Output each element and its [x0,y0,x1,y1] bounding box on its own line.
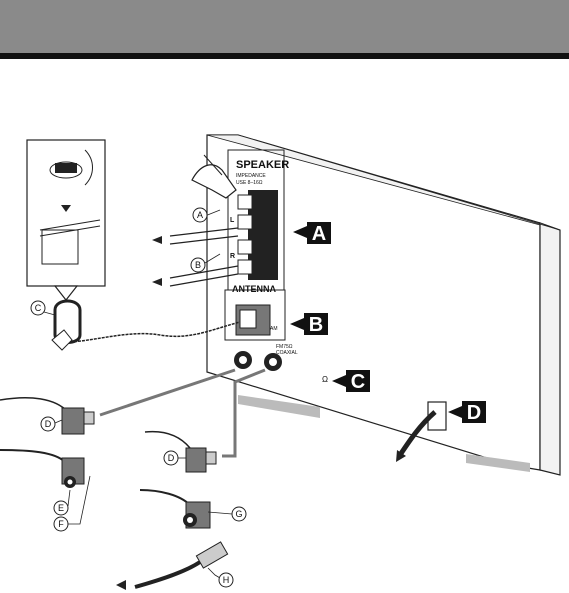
coaxial-plug-e [0,449,85,488]
circle-label-b: B [190,257,206,273]
antenna-title: ANTENNA [232,284,276,294]
svg-text:F: F [58,519,64,529]
unit-body [206,134,561,476]
header-rule [0,53,569,59]
am-loop-antenna [51,299,241,351]
svg-text:C: C [351,371,365,393]
hand-illustration [191,154,237,199]
speaker-title: SPEAKER [236,159,289,171]
circle-label-c: C [30,300,46,316]
right-channel-label: R [230,253,235,260]
svg-text:D: D [45,419,52,429]
coaxial-plug-g [139,489,211,529]
svg-text:D: D [168,453,175,463]
antenna-panel: ANTENNA AM FM75Ω COAXIAL Ω [224,284,328,384]
callout-d: D [448,401,486,424]
connection-lines [99,368,266,458]
header-bar [0,0,569,53]
speaker-impedance-label: IMPEDANCE [236,173,266,179]
coaxial-cable-h [116,541,229,590]
arrows-left [152,236,162,286]
am-antenna-inset [26,139,106,301]
circle-label-d1: D [40,416,56,432]
svg-text:A: A [197,210,203,220]
svg-text:D: D [467,402,481,424]
fm-terminal-label: FM75Ω [276,344,293,350]
svg-text:E: E [58,503,64,513]
circle-label-a: A [192,207,208,223]
callout-a: A [293,222,331,245]
svg-text:H: H [223,575,230,585]
speaker-use-label: USE 8–16Ω [236,180,263,186]
circle-label-d2: D [163,450,179,466]
am-terminal-label: AM [270,326,278,332]
fm-coaxial-label: COAXIAL [276,350,298,356]
circle-label-e: E [53,500,69,516]
circle-label-g: G [231,506,247,522]
callout-b: B [290,313,328,336]
power-cord [396,401,447,462]
fm-plug-d1 [0,397,95,435]
svg-text:B: B [195,260,201,270]
speaker-wires [169,227,239,287]
circle-label-h: H [218,572,234,588]
circle-label-f: F [53,516,69,532]
left-channel-label: L [230,217,235,224]
fm-plug-d2 [144,430,217,473]
svg-text:B: B [309,314,323,336]
ohm-label: Ω [322,375,328,384]
svg-text:C: C [35,303,42,313]
callout-c: C [332,370,370,393]
svg-text:A: A [312,223,326,245]
svg-text:G: G [235,509,242,519]
leader-lines [43,209,233,579]
